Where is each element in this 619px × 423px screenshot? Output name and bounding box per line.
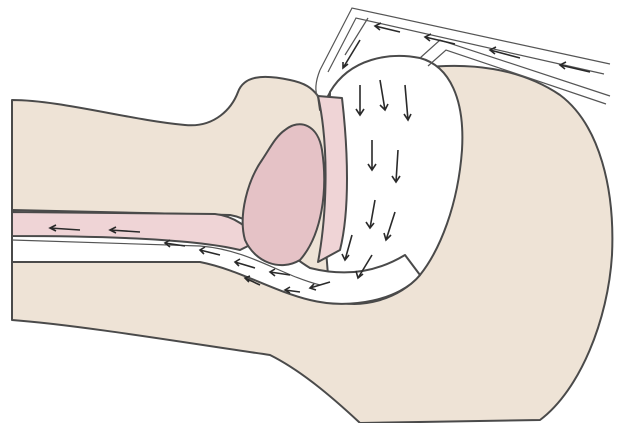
airflow-arrow <box>490 47 520 58</box>
